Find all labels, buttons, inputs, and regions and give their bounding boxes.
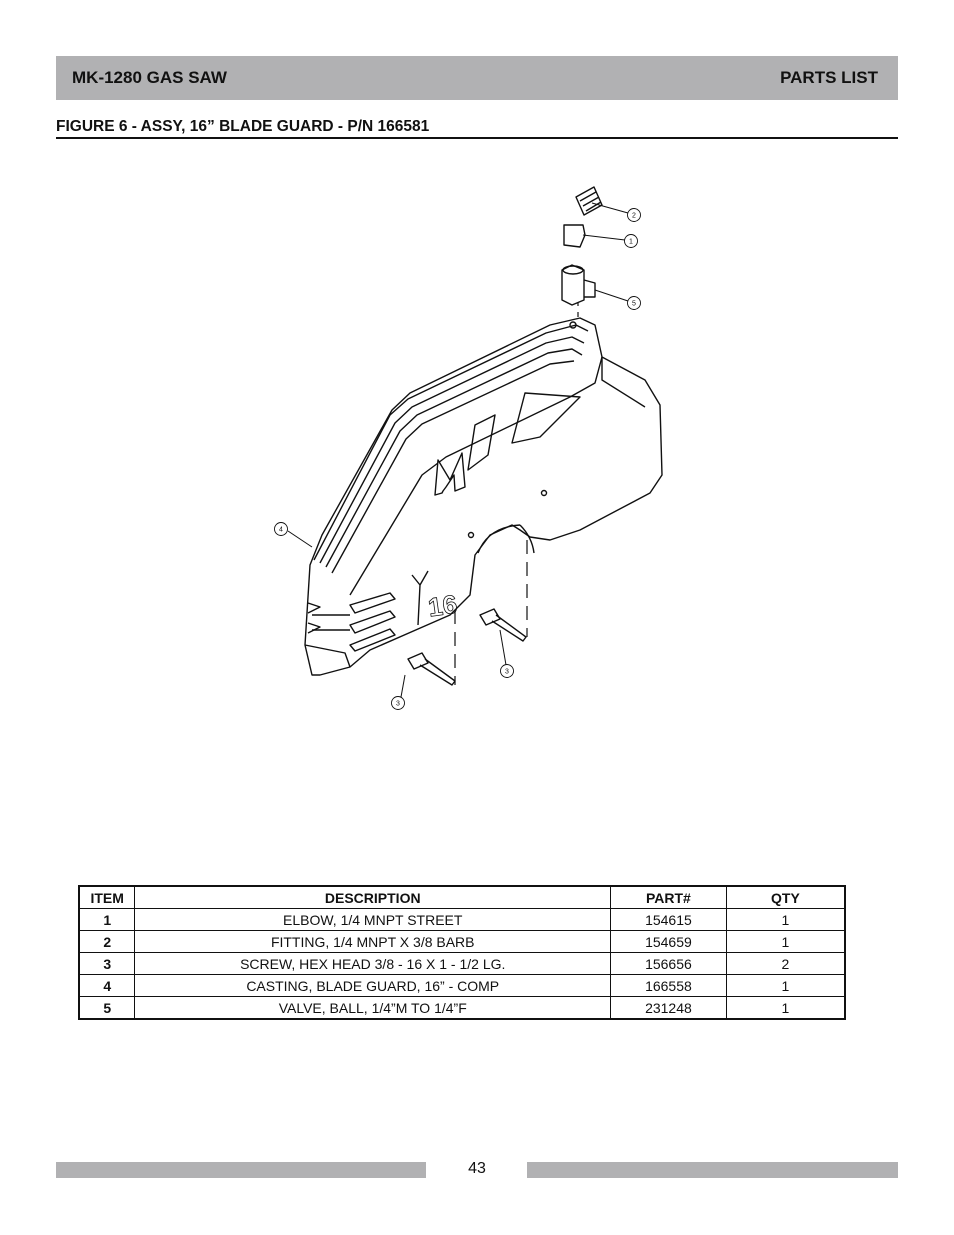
col-header-description: DESCRIPTION (134, 885, 612, 909)
elbow-part (563, 224, 586, 248)
cell-item: 2 (78, 930, 136, 953)
page-number: 43 (468, 1160, 486, 1177)
bolt-right-part (479, 608, 527, 642)
cell-part: 156656 (610, 952, 727, 975)
table-header-row: ITEM DESCRIPTION PART# QTY (78, 885, 846, 909)
col-header-item: ITEM (78, 885, 136, 909)
valve-part (561, 264, 585, 306)
svg-text:3: 3 (396, 701, 400, 708)
cell-qty: 1 (725, 996, 846, 1020)
callout-4 (274, 522, 288, 536)
cell-item: 1 (78, 908, 136, 931)
cell-qty: 2 (725, 952, 846, 975)
callout-3-right (500, 664, 514, 678)
table-row: 3 SCREW, HEX HEAD 3/8 - 16 X 1 - 1/2 LG.… (78, 952, 846, 975)
cell-qty: 1 (725, 974, 846, 997)
fitting-part (575, 186, 603, 216)
guard-outer-outline (304, 317, 663, 676)
svg-text:5: 5 (632, 301, 636, 308)
cell-description: CASTING, BLADE GUARD, 16” - COMP (134, 974, 612, 997)
col-header-part: PART# (610, 885, 727, 909)
figure-title: FIGURE 6 - ASSY, 16” BLADE GUARD - P/N 1… (56, 118, 898, 139)
bolt-left-part (407, 652, 456, 686)
callout-5 (627, 296, 641, 310)
cell-description: SCREW, HEX HEAD 3/8 - 16 X 1 - 1/2 LG. (134, 952, 612, 975)
footer-bar-right (527, 1162, 898, 1178)
doc-title: MK-1280 GAS SAW (72, 68, 227, 87)
cell-qty: 1 (725, 908, 846, 931)
section-title: PARTS LIST (780, 68, 878, 87)
cell-qty: 1 (725, 930, 846, 953)
cell-part: 154659 (610, 930, 727, 953)
svg-text:4: 4 (279, 527, 283, 534)
table-row: 5 VALVE, BALL, 1/4”M TO 1/4”F 231248 1 (78, 996, 846, 1020)
table-row: 4 CASTING, BLADE GUARD, 16” - COMP 16655… (78, 974, 846, 997)
blade-guard-drawing: 16 2 (274, 186, 663, 710)
footer-bar-left (56, 1162, 426, 1178)
svg-text:1: 1 (629, 239, 633, 246)
table-row: 2 FITTING, 1/4 MNPT X 3/8 BARB 154659 1 (78, 930, 846, 953)
cell-item: 3 (78, 952, 136, 975)
callout-1 (624, 234, 638, 248)
cell-description: FITTING, 1/4 MNPT X 3/8 BARB (134, 930, 612, 953)
callout-2 (627, 208, 641, 222)
col-header-qty: QTY (725, 885, 846, 909)
cell-part: 154615 (610, 908, 727, 931)
cell-description: VALVE, BALL, 1/4”M TO 1/4”F (134, 996, 612, 1020)
table-row: 1 ELBOW, 1/4 MNPT STREET 154615 1 (78, 908, 846, 931)
cell-item: 5 (78, 996, 136, 1020)
svg-text:2: 2 (632, 213, 636, 220)
page-header: MK-1280 GAS SAW PARTS LIST (56, 56, 898, 100)
callout-3-left (391, 696, 405, 710)
cell-description: ELBOW, 1/4 MNPT STREET (134, 908, 612, 931)
cell-item: 4 (78, 974, 136, 997)
cell-part: 231248 (610, 996, 727, 1020)
svg-text:16: 16 (426, 589, 459, 623)
svg-text:3: 3 (505, 669, 509, 676)
parts-table: ITEM DESCRIPTION PART# QTY 1 ELBOW, 1/4 … (78, 885, 846, 1020)
cell-part: 166558 (610, 974, 727, 997)
